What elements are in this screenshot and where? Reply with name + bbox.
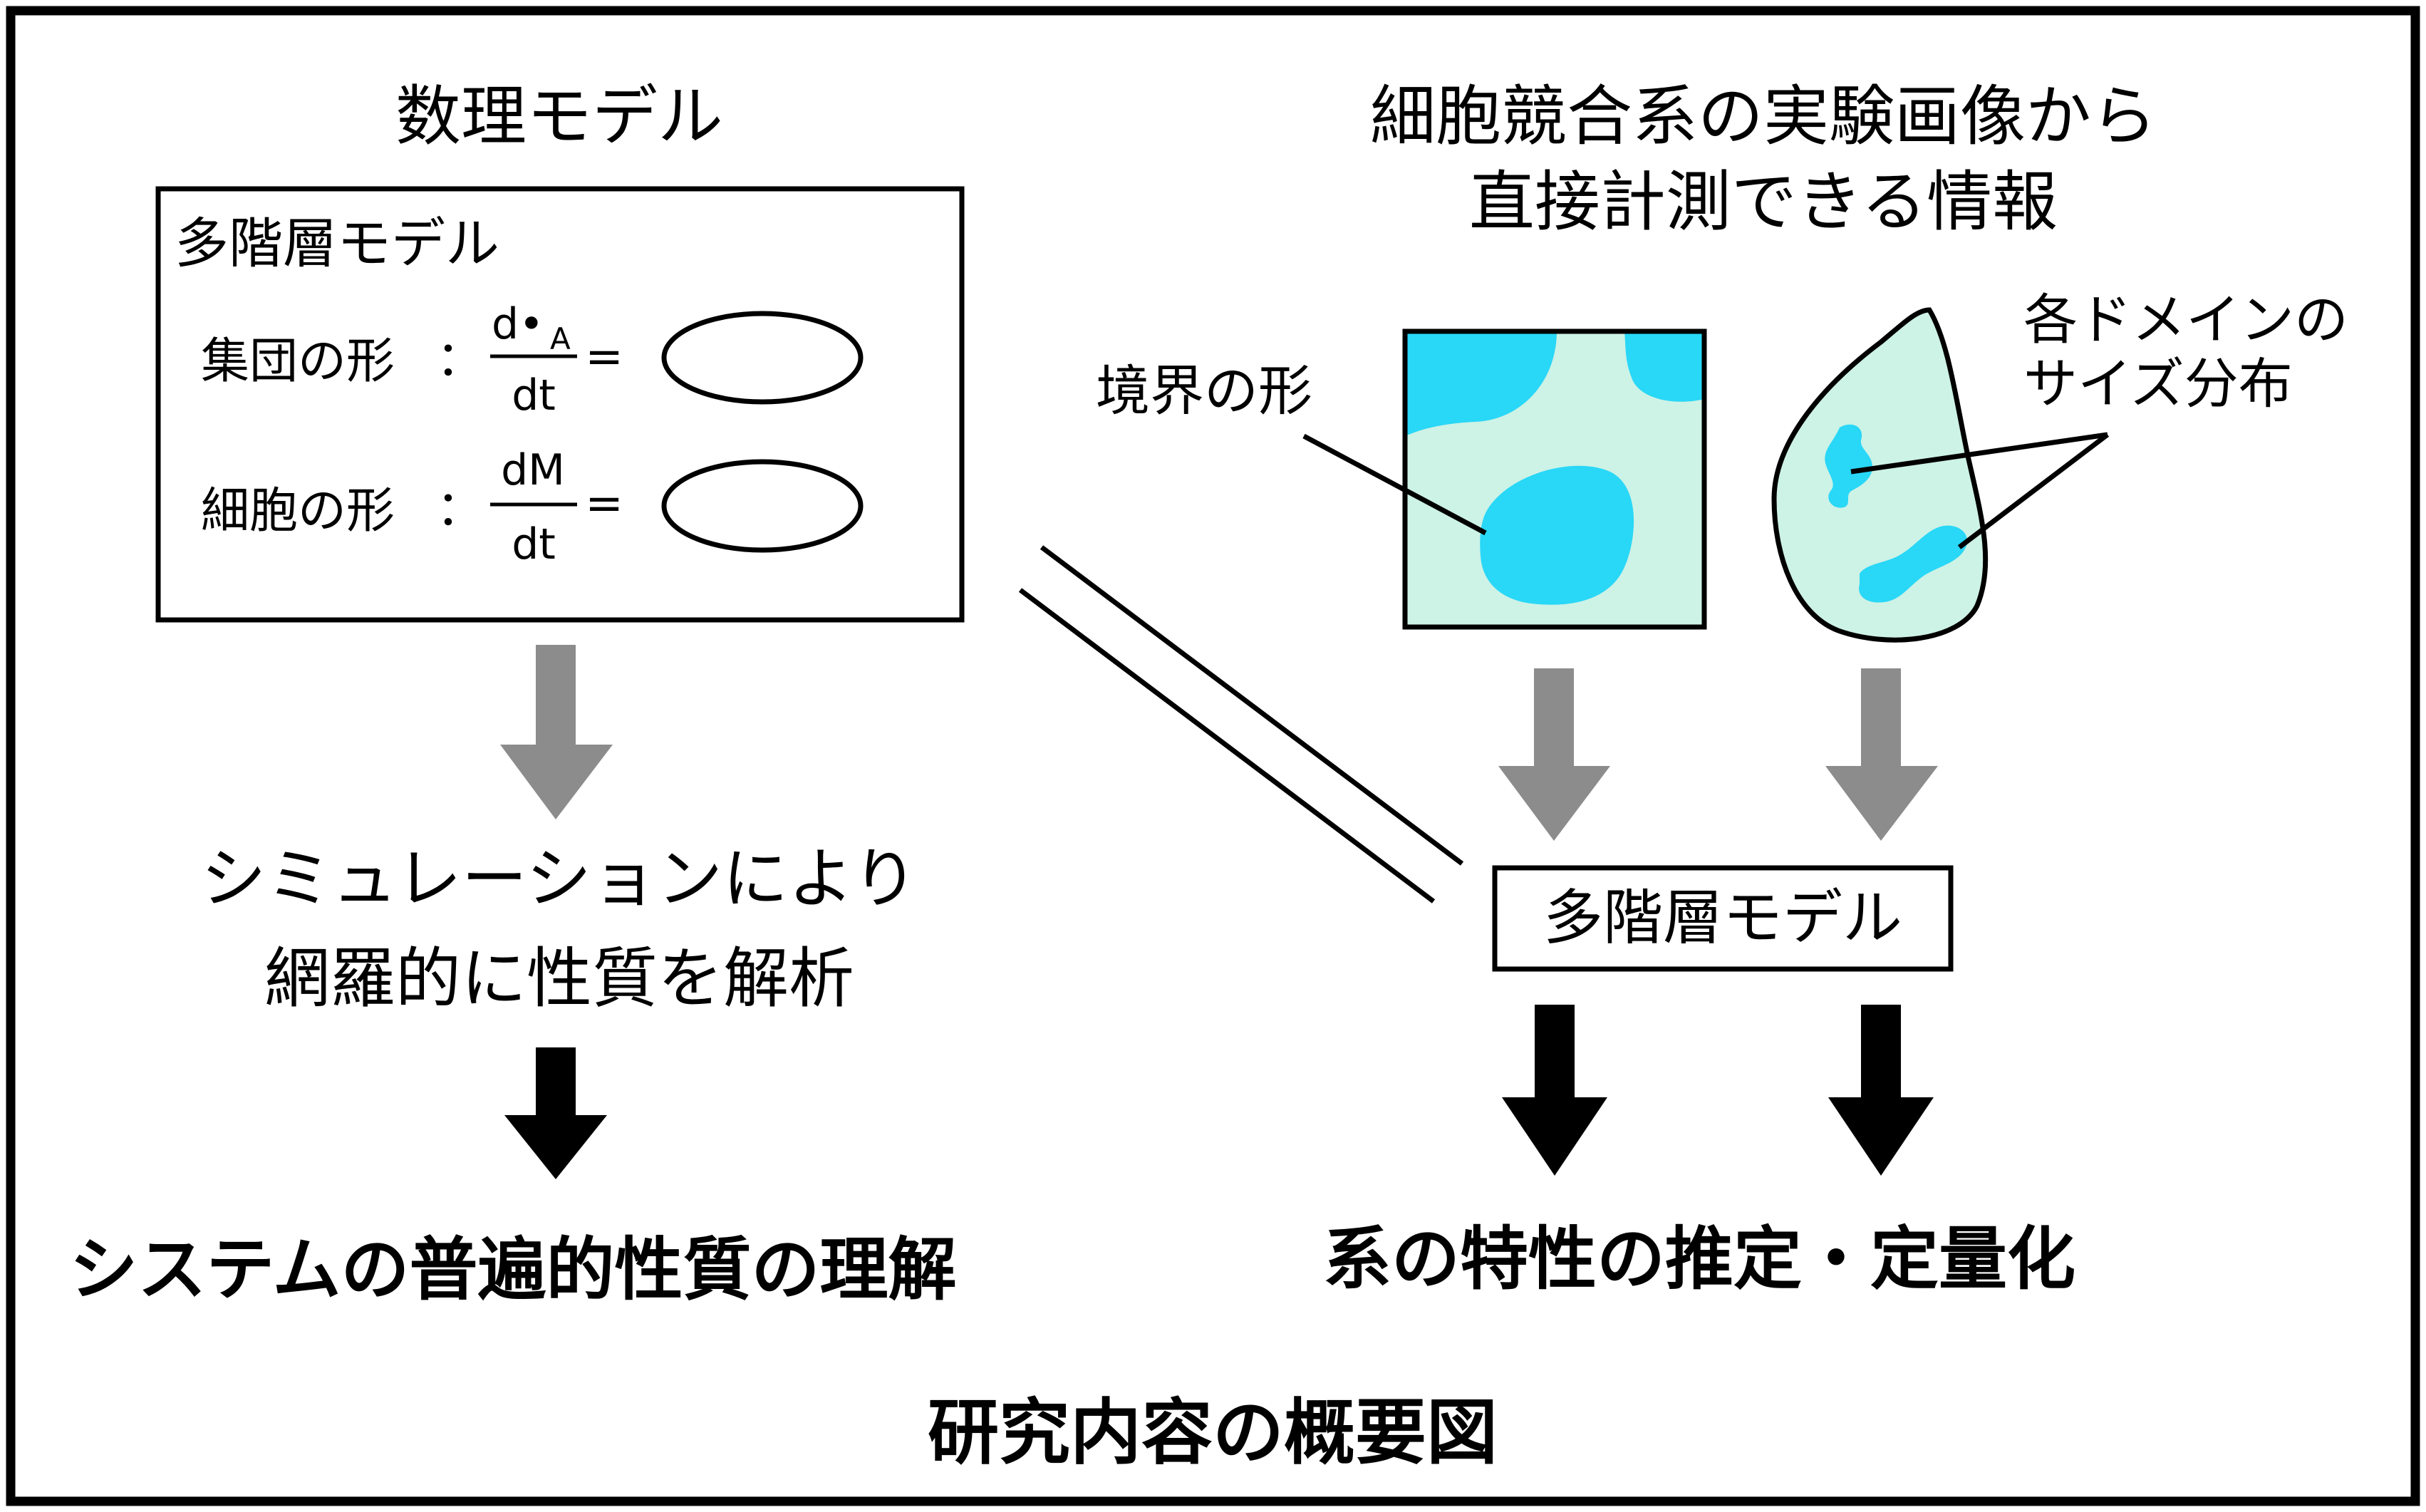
eq1-numerator: d•	[492, 299, 544, 349]
gray-arrow-left	[500, 645, 613, 819]
simulation-line2: 網羅的に性質を解析	[264, 941, 854, 1017]
model-box-left	[155, 186, 965, 623]
right-title-line2: 直接計測できる情報	[1469, 164, 2058, 240]
black-arrow-right-2	[1828, 1005, 1934, 1176]
left-result: システムの普遍的性質の理解	[69, 1230, 956, 1310]
domain-top-left	[1405, 331, 1557, 436]
eq1-denominator: dt	[512, 371, 556, 420]
right-result: 系の特性の推定・定量化	[1323, 1219, 2075, 1299]
figure-caption: 研究内容の概要図	[928, 1391, 1498, 1474]
domain-pointer-line-upper	[1850, 432, 2108, 475]
eq1-colon: ：	[436, 331, 484, 388]
simulation-line1: シミュレーションにより	[201, 841, 918, 917]
domain-center	[1480, 465, 1634, 605]
boundary-pointer-line	[1302, 433, 1487, 536]
eq1-ellipse	[661, 311, 864, 405]
boundary-label: 境界の形	[1096, 359, 1312, 423]
model-box-right-label: 多階層モデル	[1543, 883, 1902, 953]
eq2-colon: ：	[436, 481, 484, 537]
eq1-equals: =	[585, 331, 623, 383]
eq2-label: 細胞の形	[201, 483, 395, 539]
left-title: 数理モデル	[395, 78, 723, 155]
tissue-square-image	[1402, 328, 1707, 630]
tissue-drop-image	[1771, 307, 1989, 643]
domain-small-lower	[1859, 525, 1968, 603]
domain-top-right	[1624, 331, 1704, 402]
gray-arrow-right-2	[1825, 668, 1938, 841]
domain-label-line1: 各ドメインの	[2023, 288, 2348, 351]
outer-frame	[6, 6, 2420, 1506]
eq2-ellipse	[661, 459, 864, 553]
diagonal-line-lower	[1018, 588, 1436, 903]
eq1-label: 集団の形	[201, 333, 395, 390]
model-box-left-title: 多階層モデル	[175, 212, 499, 275]
black-arrow-left	[504, 1047, 607, 1179]
domain-pointer-line-lower	[1957, 433, 2110, 549]
domain-small-upper	[1825, 424, 1872, 508]
diagonal-line-upper	[1040, 545, 1464, 866]
domain-label-line2: サイズ分布	[2023, 352, 2293, 415]
eq2-numerator: dM	[501, 445, 565, 495]
gray-arrow-right-1	[1498, 668, 1610, 841]
black-arrow-right-1	[1502, 1005, 1607, 1176]
model-box-right	[1492, 865, 1954, 972]
eq1-numerator-sub: A	[550, 321, 571, 356]
eq2-equals: =	[585, 477, 623, 530]
eq2-denominator: dt	[512, 519, 556, 569]
right-title-line1: 細胞競合系の実験画像から	[1370, 78, 2157, 155]
